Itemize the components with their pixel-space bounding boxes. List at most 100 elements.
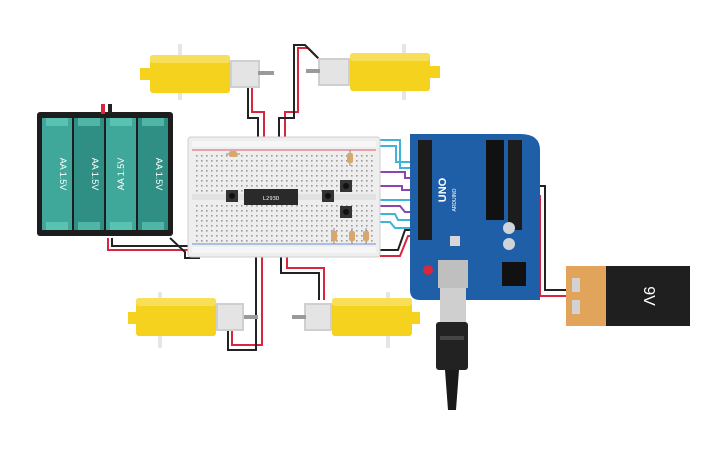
breadboard-hole: [326, 205, 328, 207]
breadboard-hole: [261, 220, 263, 222]
breadboard-hole: [246, 170, 248, 172]
breadboard-hole: [216, 185, 218, 187]
dc-motor[interactable]: [140, 44, 274, 100]
breadboard-hole: [311, 230, 313, 232]
breadboard[interactable]: L293D: [187, 136, 381, 258]
breadboard-hole: [326, 215, 328, 217]
breadboard-hole: [256, 205, 258, 207]
reset-button[interactable]: [423, 265, 433, 275]
resistor[interactable]: [226, 151, 240, 157]
wire-red[interactable]: [231, 250, 263, 346]
breadboard-hole: [226, 170, 228, 172]
breadboard-hole: [256, 230, 258, 232]
push-button[interactable]: [226, 190, 238, 202]
usb-cable[interactable]: [436, 288, 468, 410]
wire-black[interactable]: [280, 250, 320, 300]
breadboard-hole: [321, 220, 323, 222]
breadboard-hole: [336, 180, 338, 182]
wire-red[interactable]: [286, 250, 325, 300]
breadboard-hole: [351, 170, 353, 172]
breadboard-hole: [321, 215, 323, 217]
breadboard-hole: [271, 170, 273, 172]
breadboard-hole: [241, 235, 243, 237]
resistor[interactable]: [349, 228, 355, 244]
breadboard-hole: [281, 165, 283, 167]
breadboard-hole: [356, 210, 358, 212]
breadboard-hole: [251, 180, 253, 182]
breadboard-hole: [246, 225, 248, 227]
breadboard-hole: [301, 240, 303, 242]
push-button[interactable]: [340, 206, 352, 218]
breadboard-hole: [316, 215, 318, 217]
breadboard-hole: [271, 160, 273, 162]
dc-motor[interactable]: [128, 292, 258, 348]
breadboard-hole: [366, 225, 368, 227]
breadboard-hole: [236, 165, 238, 167]
resistor[interactable]: [363, 228, 369, 244]
push-button[interactable]: [340, 180, 352, 192]
dc-motor[interactable]: [292, 292, 420, 348]
breadboard-hole: [201, 240, 203, 242]
breadboard-hole: [371, 240, 373, 242]
breadboard-hole: [226, 230, 228, 232]
breadboard-hole: [291, 205, 293, 207]
breadboard-hole: [271, 215, 273, 217]
breadboard-hole: [336, 210, 338, 212]
breadboard-hole: [196, 235, 198, 237]
breadboard-hole: [291, 170, 293, 172]
breadboard-hole: [216, 180, 218, 182]
battery-pack[interactable]: AA 1.5V AA 1.5V AA 1.5V AA 1.5V: [37, 104, 173, 236]
breadboard-hole: [231, 240, 233, 242]
breadboard-hole: [196, 210, 198, 212]
breadboard-hole: [351, 165, 353, 167]
breadboard-hole: [351, 220, 353, 222]
wire-red[interactable]: [107, 238, 200, 251]
wire-cyan[interactable]: [370, 139, 415, 169]
breadboard-hole: [256, 185, 258, 187]
breadboard-hole: [351, 175, 353, 177]
breadboard-hole: [271, 240, 273, 242]
arduino-uno[interactable]: UNO ARDUINO: [410, 134, 540, 300]
breadboard-hole: [286, 165, 288, 167]
breadboard-hole: [271, 230, 273, 232]
breadboard-hole: [261, 185, 263, 187]
breadboard-hole: [366, 175, 368, 177]
breadboard-hole: [281, 170, 283, 172]
breadboard-hole: [306, 230, 308, 232]
breadboard-hole: [251, 205, 253, 207]
l293d-chip[interactable]: L293D: [244, 189, 298, 205]
breadboard-hole: [221, 230, 223, 232]
resistor[interactable]: [331, 228, 337, 244]
breadboard-hole: [261, 210, 263, 212]
wire-red[interactable]: [380, 235, 415, 257]
breadboard-hole: [336, 170, 338, 172]
wire-black[interactable]: [169, 237, 200, 259]
push-button[interactable]: [322, 190, 334, 202]
breadboard-hole: [251, 225, 253, 227]
wire-black[interactable]: [278, 44, 319, 160]
breadboard-hole: [196, 155, 198, 157]
battery-9v[interactable]: 9V: [566, 266, 690, 326]
breadboard-hole: [311, 160, 313, 162]
breadboard-hole: [276, 235, 278, 237]
wire-red[interactable]: [251, 88, 265, 160]
breadboard-hole: [341, 175, 343, 177]
breadboard-hole: [361, 185, 363, 187]
breadboard-hole: [241, 215, 243, 217]
breadboard-hole: [226, 185, 228, 187]
breadboard-hole: [266, 155, 268, 157]
breadboard-hole: [211, 240, 213, 242]
breadboard-hole: [361, 220, 363, 222]
breadboard-hole: [256, 160, 258, 162]
breadboard-hole: [276, 165, 278, 167]
wire-black[interactable]: [111, 238, 200, 247]
breadboard-hole: [361, 155, 363, 157]
dc-motor[interactable]: [306, 44, 440, 100]
wire-black[interactable]: [227, 250, 257, 351]
wire-purple[interactable]: [360, 185, 415, 191]
breadboard-hole: [276, 210, 278, 212]
breadboard-hole: [276, 155, 278, 157]
breadboard-hole: [371, 205, 373, 207]
resistor[interactable]: [347, 150, 353, 166]
